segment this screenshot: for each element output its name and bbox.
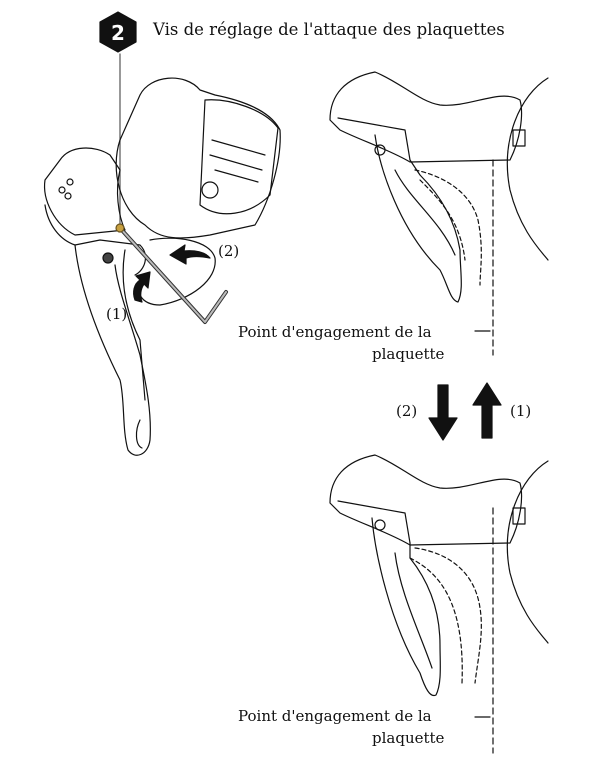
lever-illustration	[43, 77, 281, 456]
lever-bottom-illustration	[329, 454, 549, 754]
step-title: Vis de réglage de l'attaque des plaquett…	[153, 20, 505, 39]
engagement-label-bottom-line1: Point d'engagement de la	[238, 707, 432, 725]
lever-top-illustration	[329, 71, 549, 356]
arrow-up-label: (1)	[510, 402, 532, 420]
arrow-down-label: (2)	[396, 402, 418, 420]
arrow-up-icon	[472, 382, 502, 439]
engagement-label-bottom-line2: plaquette	[372, 729, 445, 747]
step-badge	[99, 11, 137, 53]
direction-arrows	[428, 382, 502, 441]
arrow-down-icon	[428, 384, 458, 441]
rotation-label-1: (1)	[106, 305, 128, 323]
step-number: 2	[111, 21, 125, 45]
rotation-label-2: (2)	[218, 242, 240, 260]
engagement-label-top-line1: Point d'engagement de la	[238, 323, 432, 341]
engagement-label-top-line2: plaquette	[372, 345, 445, 363]
